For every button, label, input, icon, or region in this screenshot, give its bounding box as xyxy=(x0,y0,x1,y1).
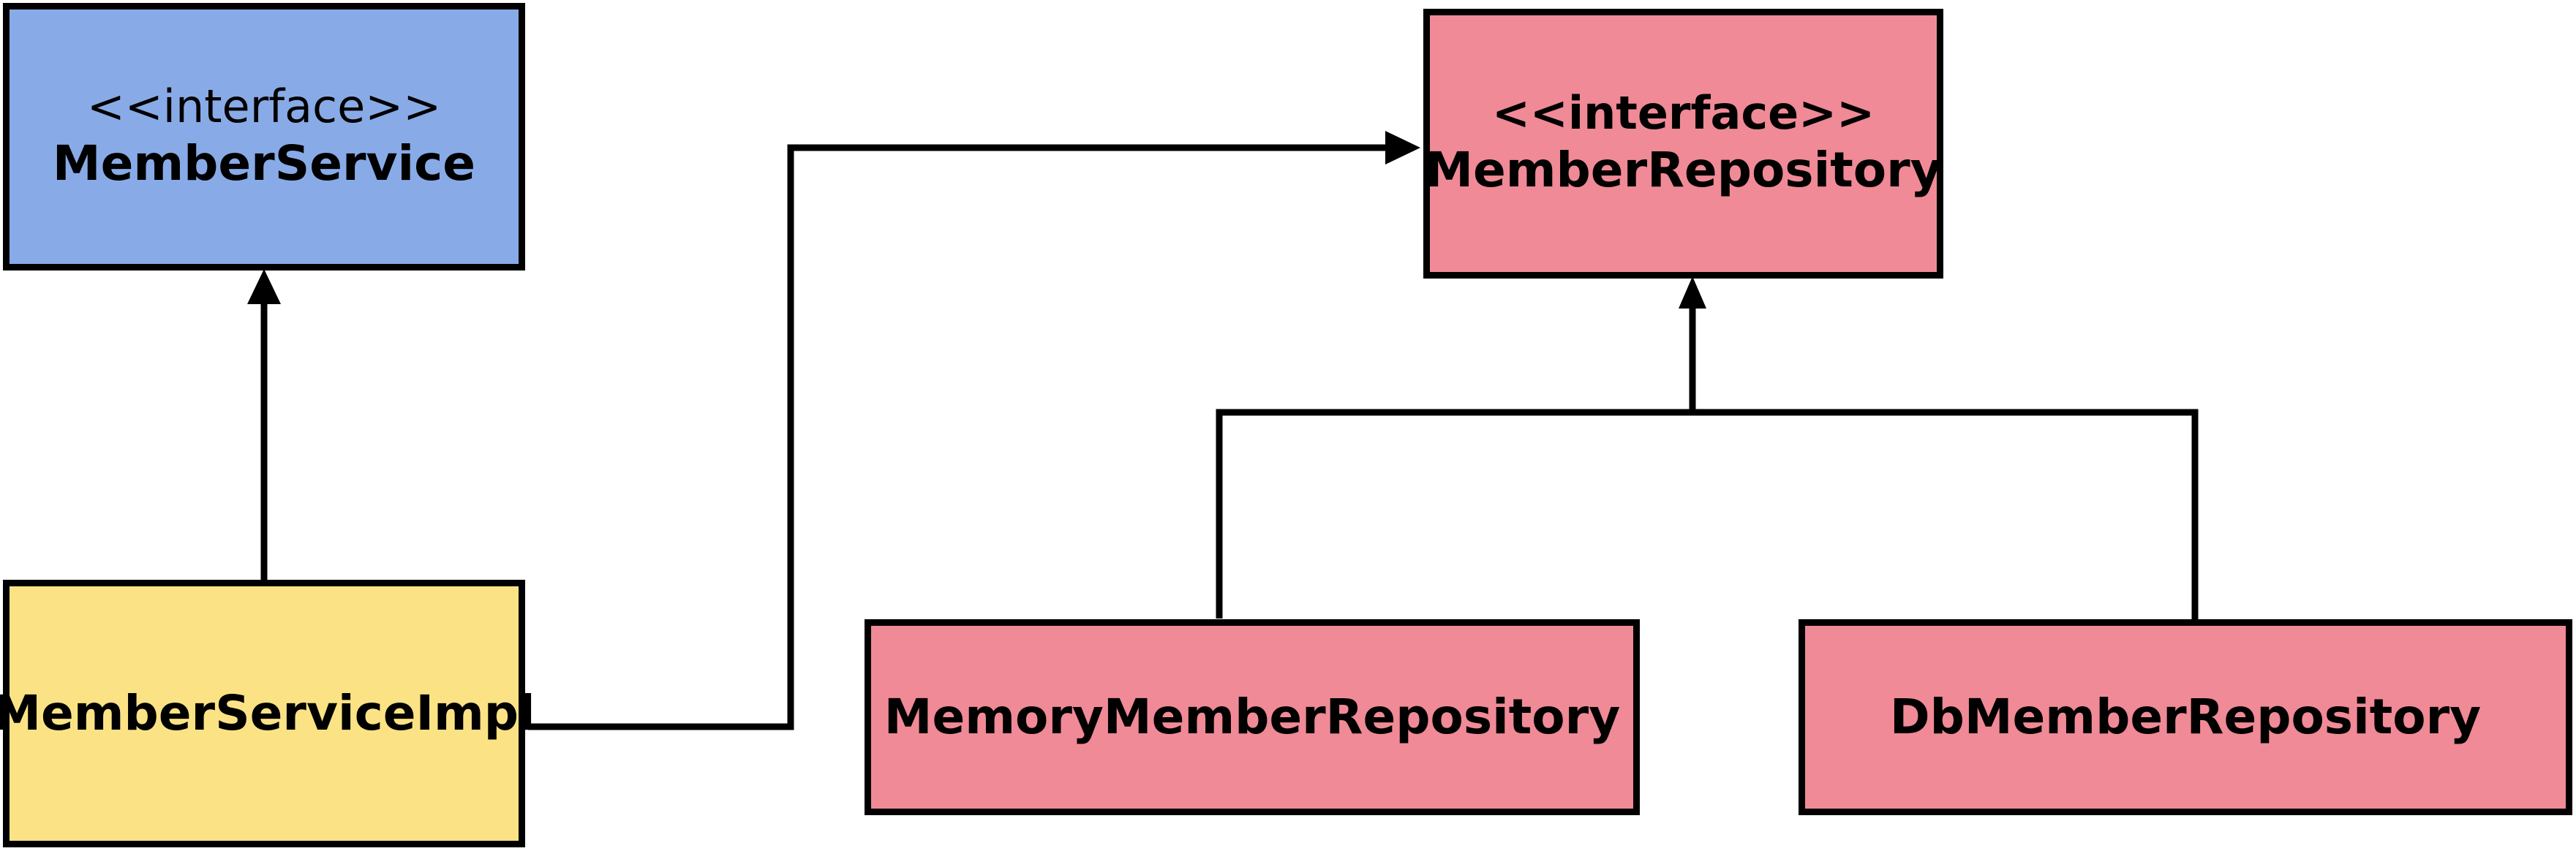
member-service-impl-name: MemberServiceImpl xyxy=(0,684,535,741)
member-repository-stereotype: <<interface>> xyxy=(1491,86,1875,140)
arrowhead-member-repository-dependency xyxy=(1385,131,1420,164)
member-repository-name: MemberRepository xyxy=(1425,142,1942,199)
db-member-repository-node: DbMemberRepository xyxy=(1799,619,2572,815)
edge-db-repo-to-member-repository xyxy=(1692,409,2199,625)
edge-impl-to-member-repository xyxy=(528,144,1390,730)
memory-member-repository-name: MemoryMemberRepository xyxy=(884,688,1621,745)
memory-member-repository-node: MemoryMemberRepository xyxy=(865,619,1640,815)
member-service-impl-node: MemberServiceImpl xyxy=(0,580,535,847)
member-service-node: <<interface>> MemberService xyxy=(3,3,525,271)
edge-memory-repo-to-member-repository xyxy=(1216,409,1692,619)
arrowhead-member-service xyxy=(247,269,281,304)
member-repository-node: <<interface>> MemberRepository xyxy=(1423,9,1943,279)
member-service-name: MemberService xyxy=(52,135,476,192)
arrowhead-member-repository-realization xyxy=(1679,276,1706,309)
db-member-repository-name: DbMemberRepository xyxy=(1889,688,2482,745)
member-service-stereotype: <<interface>> xyxy=(86,79,442,133)
